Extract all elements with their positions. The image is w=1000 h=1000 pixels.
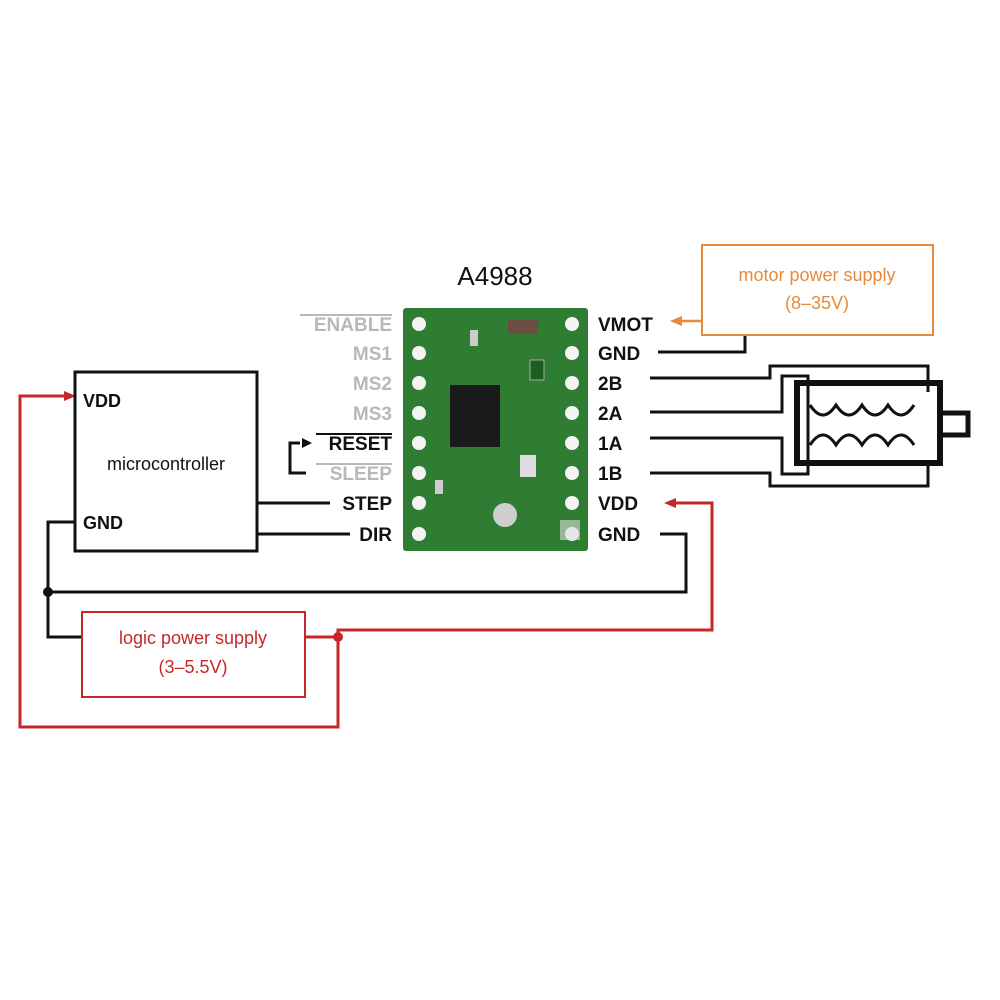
pin-hole bbox=[412, 317, 426, 331]
logic-supply-voltage: (3–5.5V) bbox=[158, 657, 227, 677]
pin-hole bbox=[565, 376, 579, 390]
microcontroller-block: VDD microcontroller GND bbox=[73, 370, 259, 553]
signal-wires bbox=[46, 335, 930, 639]
motor-supply-label: motor power supply bbox=[738, 265, 895, 285]
motor-supply-voltage: (8–35V) bbox=[785, 293, 849, 313]
pin-hole bbox=[412, 346, 426, 360]
coil-icon bbox=[808, 433, 916, 448]
motor-power-supply: motor power supply (8–35V) bbox=[670, 244, 934, 336]
right-pin-label: VDD bbox=[598, 494, 638, 515]
potentiometer bbox=[493, 503, 517, 527]
pin-hole bbox=[565, 317, 579, 331]
arrow-icon bbox=[64, 391, 76, 401]
left-pin-label: RESET bbox=[329, 434, 393, 455]
left-pin-label: MS3 bbox=[353, 404, 392, 425]
right-pin-label: GND bbox=[598, 344, 640, 365]
left-pin-label: SLEEP bbox=[330, 464, 393, 485]
pin-hole bbox=[412, 496, 426, 510]
coil-icon bbox=[808, 402, 916, 417]
a4988-board bbox=[403, 308, 588, 551]
driver-chip bbox=[450, 385, 500, 447]
logic-power-supply: logic power supply (3–5.5V) bbox=[18, 391, 714, 729]
pin-hole bbox=[412, 466, 426, 480]
stepper-motor bbox=[794, 380, 971, 466]
right-pin-label: 1B bbox=[598, 464, 622, 485]
left-pin-label: STEP bbox=[342, 494, 392, 515]
logic-supply-label: logic power supply bbox=[119, 628, 267, 648]
right-pin-label: VMOT bbox=[598, 315, 653, 336]
pin-hole bbox=[565, 496, 579, 510]
pin-hole bbox=[412, 376, 426, 390]
pin-hole bbox=[565, 346, 579, 360]
pin-hole bbox=[565, 436, 579, 450]
arrow-icon bbox=[670, 316, 682, 326]
right-pin-label: GND bbox=[598, 525, 640, 546]
pin-hole bbox=[565, 406, 579, 420]
right-pin-label: 1A bbox=[598, 434, 623, 455]
left-pin-label: ENABLE bbox=[314, 315, 392, 336]
left-pin-label: MS2 bbox=[353, 374, 392, 395]
left-pin-label: DIR bbox=[359, 525, 392, 546]
left-pin-label: MS1 bbox=[353, 344, 393, 365]
pin-hole bbox=[412, 527, 426, 541]
right-pin-label: 2B bbox=[598, 374, 622, 395]
ground-junction bbox=[43, 587, 53, 597]
right-pin-label: 2A bbox=[598, 404, 623, 425]
mcu-gnd-label: GND bbox=[83, 513, 123, 533]
board-title: A4988 bbox=[457, 261, 532, 291]
mcu-vdd-label: VDD bbox=[83, 391, 121, 411]
arrow-icon bbox=[664, 498, 676, 508]
pin-hole bbox=[412, 436, 426, 450]
pin-hole bbox=[412, 406, 426, 420]
mcu-name: microcontroller bbox=[107, 454, 225, 474]
pin-hole bbox=[565, 466, 579, 480]
